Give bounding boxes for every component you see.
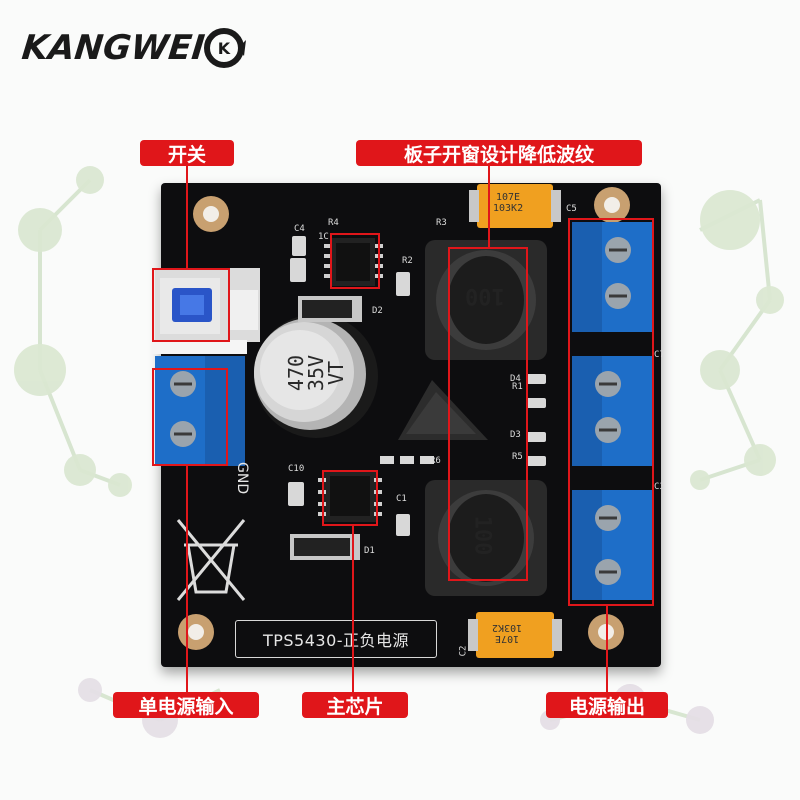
capacitor-marking: 470 35V VT: [284, 354, 348, 392]
switch-leader: [186, 165, 188, 268]
callout-main-chip: 主芯片: [302, 692, 408, 718]
output-terminal-blocks: [572, 222, 652, 600]
silk-r5: R5: [512, 452, 523, 462]
silk-d2: D2: [372, 306, 383, 316]
logo-letters: K: [218, 39, 231, 58]
board-model-label: TPS5430-正负电源: [235, 620, 437, 658]
callout-switch: 开关: [140, 140, 234, 166]
callout-single-input: 单电源输入: [113, 692, 259, 718]
silk-1c: 1C: [318, 232, 329, 242]
chip-leader: [352, 526, 354, 692]
window-leader: [488, 165, 490, 247]
tantalum-capacitors: [468, 184, 562, 658]
callout-window: 板子开窗设计降低波纹: [356, 140, 642, 166]
silk-d4: D4: [510, 374, 521, 384]
input-terminal-block: [155, 356, 245, 466]
callout-power-output: 电源输出: [546, 692, 668, 718]
silk-c7: C7: [654, 350, 665, 360]
chip-highlight-top: [330, 233, 380, 289]
chip-highlight-bottom: [322, 470, 378, 526]
silk-r1: R1: [512, 382, 523, 392]
input-highlight: [152, 368, 228, 466]
silk-c2: C2: [458, 645, 469, 657]
esd-warning-icon: [398, 380, 488, 440]
switch-component: [152, 268, 260, 354]
gnd-label: GND: [234, 462, 250, 495]
silk-c4: C4: [294, 224, 305, 234]
silk-r6: R6: [430, 456, 441, 466]
tantalum-marking-top: 107E 103K2: [493, 192, 524, 214]
tantalum-marking-bottom: 107E 103K2: [492, 622, 523, 644]
inductors: [425, 240, 547, 596]
silk-r4: R4: [328, 218, 339, 228]
kw-logo-icon: K: [204, 28, 247, 68]
output-highlight: [568, 218, 654, 606]
ic-chips: [318, 238, 383, 522]
silk-d3: D3: [510, 430, 521, 440]
output-leader: [606, 606, 608, 692]
smd-parts: [288, 236, 546, 536]
diodes: [290, 296, 362, 560]
silk-c5: C5: [566, 204, 577, 214]
silk-c10: C10: [288, 464, 305, 474]
input-leader: [186, 466, 188, 692]
brand-logo: KANGWEI K: [20, 24, 247, 72]
window-highlight: [448, 247, 528, 581]
silk-r2: R2: [402, 256, 413, 266]
switch-highlight: [152, 268, 230, 342]
weee-bin-icon: [176, 519, 246, 601]
silk-c3: C3: [654, 482, 665, 492]
silk-r3: R3: [436, 218, 447, 228]
electrolytic-capacitor: [254, 314, 378, 438]
silk-c1: C1: [396, 494, 407, 504]
silk-d1: D1: [364, 546, 375, 556]
